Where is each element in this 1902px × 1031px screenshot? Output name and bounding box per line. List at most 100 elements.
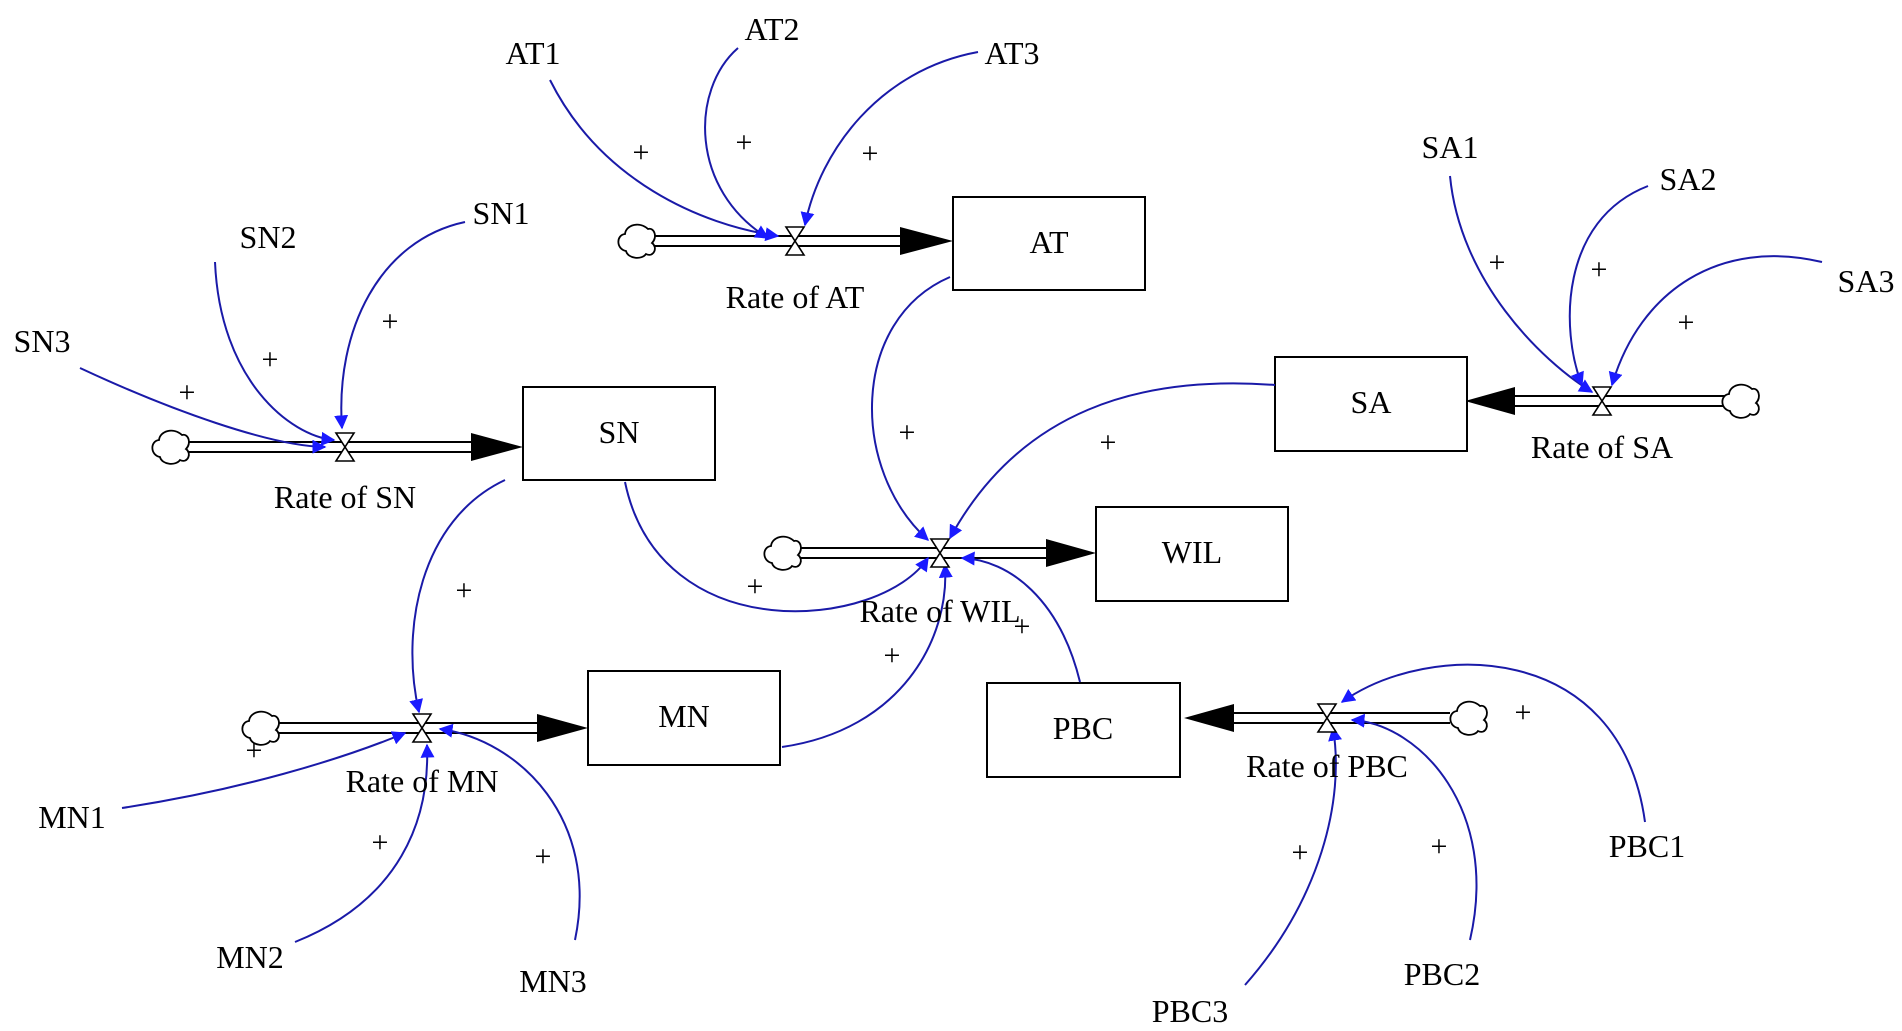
var-at2[interactable]: AT2 bbox=[744, 11, 799, 47]
flow-sn bbox=[185, 433, 523, 461]
variable-labels: AT1 AT2 AT3 SN1 SN2 SN3 SA1 SA2 SA3 MN1 … bbox=[14, 11, 1895, 1029]
valve-icon[interactable] bbox=[784, 226, 806, 256]
var-sn1[interactable]: SN1 bbox=[473, 195, 530, 231]
valve-icon[interactable] bbox=[1316, 703, 1338, 733]
stock-at-label: AT bbox=[1029, 224, 1069, 260]
flow-pbc bbox=[1184, 704, 1450, 732]
var-sn2[interactable]: SN2 bbox=[240, 219, 297, 255]
polarity-plus: + bbox=[1591, 253, 1608, 286]
stock-sn[interactable]: SN bbox=[522, 386, 716, 481]
polarity-plus: + bbox=[1292, 836, 1309, 869]
var-pbc2[interactable]: PBC2 bbox=[1404, 956, 1480, 992]
link-sn-rate-wil bbox=[624, 481, 929, 613]
cloud-icon bbox=[151, 429, 190, 465]
polarity-plus: + bbox=[1678, 306, 1695, 339]
polarity-plus: + bbox=[884, 639, 901, 672]
cloud-icon bbox=[617, 223, 656, 259]
stock-pbc[interactable]: PBC bbox=[986, 682, 1181, 778]
link-mn-rate-wil bbox=[781, 563, 953, 748]
valve-icon[interactable] bbox=[1591, 386, 1613, 416]
link-mn1-rate-mn bbox=[121, 731, 407, 809]
polarity-plus: + bbox=[382, 305, 399, 338]
flow-pipes bbox=[185, 227, 1725, 742]
link-sn-rate-mn bbox=[409, 479, 506, 714]
link-at2-rate-at bbox=[704, 47, 770, 239]
flow-mn bbox=[275, 714, 588, 742]
polarity-plus: + bbox=[633, 136, 650, 169]
stock-wil[interactable]: WIL bbox=[1095, 506, 1289, 602]
stock-sa-label: SA bbox=[1351, 384, 1392, 420]
link-at1-rate-at bbox=[549, 79, 780, 242]
polarity-plus: + bbox=[456, 574, 473, 607]
valve-icon[interactable] bbox=[929, 538, 951, 568]
rate-sn-label: Rate of SN bbox=[274, 479, 416, 515]
link-sa3-rate-sa bbox=[1608, 255, 1823, 387]
stock-wil-label: WIL bbox=[1162, 534, 1222, 570]
cloud-icon bbox=[241, 710, 280, 746]
polarity-plus: + bbox=[372, 826, 389, 859]
polarity-plus: + bbox=[179, 376, 196, 409]
rate-at-label: Rate of AT bbox=[726, 279, 865, 315]
var-pbc1[interactable]: PBC1 bbox=[1609, 828, 1685, 864]
cloud-icon bbox=[763, 535, 802, 571]
stock-sa[interactable]: SA bbox=[1274, 356, 1468, 452]
polarity-plus: + bbox=[246, 734, 263, 767]
stock-sn-label: SN bbox=[599, 414, 640, 450]
link-pbc1-rate-pbc bbox=[1340, 663, 1646, 823]
link-mn2-rate-mn bbox=[294, 743, 435, 943]
polarity-plus: + bbox=[747, 570, 764, 603]
link-mn3-rate-mn bbox=[438, 723, 581, 941]
polarity-plus: + bbox=[1014, 610, 1031, 643]
var-pbc3[interactable]: PBC3 bbox=[1152, 993, 1228, 1029]
stock-at[interactable]: AT bbox=[952, 196, 1146, 291]
stock-mn[interactable]: MN bbox=[587, 670, 781, 766]
rate-labels: Rate of AT Rate of SN Rate of SA Rate of… bbox=[274, 279, 1673, 799]
link-at-rate-wil bbox=[871, 276, 951, 541]
var-sa2[interactable]: SA2 bbox=[1660, 161, 1717, 197]
valves bbox=[334, 226, 1613, 743]
rate-mn-label: Rate of MN bbox=[346, 763, 499, 799]
var-mn2[interactable]: MN2 bbox=[216, 939, 284, 975]
link-sn2-rate-sn bbox=[214, 261, 336, 446]
var-sn3[interactable]: SN3 bbox=[14, 323, 71, 359]
var-at1[interactable]: AT1 bbox=[505, 35, 560, 71]
link-pbc3-rate-pbc bbox=[1244, 726, 1342, 986]
polarity-plus: + bbox=[899, 416, 916, 449]
var-mn3[interactable]: MN3 bbox=[519, 963, 587, 999]
link-sa2-rate-sa bbox=[1568, 185, 1649, 387]
polarity-plus: + bbox=[1431, 830, 1448, 863]
link-at3-rate-at bbox=[800, 51, 979, 227]
stocks: AT SN SA WIL MN PBC bbox=[522, 196, 1468, 778]
polarity-plus: + bbox=[862, 137, 879, 170]
var-mn1[interactable]: MN1 bbox=[38, 799, 106, 835]
valve-icon[interactable] bbox=[334, 432, 356, 462]
rate-sa-label: Rate of SA bbox=[1531, 429, 1673, 465]
flow-sa bbox=[1465, 387, 1725, 415]
stock-pbc-label: PBC bbox=[1053, 710, 1113, 746]
var-sa3[interactable]: SA3 bbox=[1838, 263, 1895, 299]
link-sa1-rate-sa bbox=[1449, 175, 1594, 393]
link-sa-rate-wil bbox=[949, 382, 1276, 540]
polarity-signs: + + + + + + + + + + + + + + + + + + + + … bbox=[179, 126, 1695, 873]
source-clouds bbox=[151, 223, 1760, 746]
causal-links bbox=[79, 47, 1823, 986]
cloud-icon bbox=[1449, 700, 1488, 736]
cloud-icon bbox=[1721, 383, 1760, 419]
rate-wil-label: Rate of WIL bbox=[859, 593, 1020, 629]
var-sa1[interactable]: SA1 bbox=[1422, 129, 1479, 165]
link-sn3-rate-sn bbox=[79, 367, 327, 454]
polarity-plus: + bbox=[535, 840, 552, 873]
link-pbc2-rate-pbc bbox=[1350, 713, 1478, 941]
rate-pbc-label: Rate of PBC bbox=[1246, 748, 1408, 784]
polarity-plus: + bbox=[736, 126, 753, 159]
stock-mn-label: MN bbox=[658, 698, 710, 734]
polarity-plus: + bbox=[1489, 246, 1506, 279]
polarity-plus: + bbox=[1515, 696, 1532, 729]
polarity-plus: + bbox=[1100, 426, 1117, 459]
var-at3[interactable]: AT3 bbox=[984, 35, 1039, 71]
link-pbc-rate-wil bbox=[960, 551, 1081, 683]
link-sn1-rate-sn bbox=[334, 221, 466, 430]
valve-icon[interactable] bbox=[411, 713, 433, 743]
polarity-plus: + bbox=[262, 343, 279, 376]
